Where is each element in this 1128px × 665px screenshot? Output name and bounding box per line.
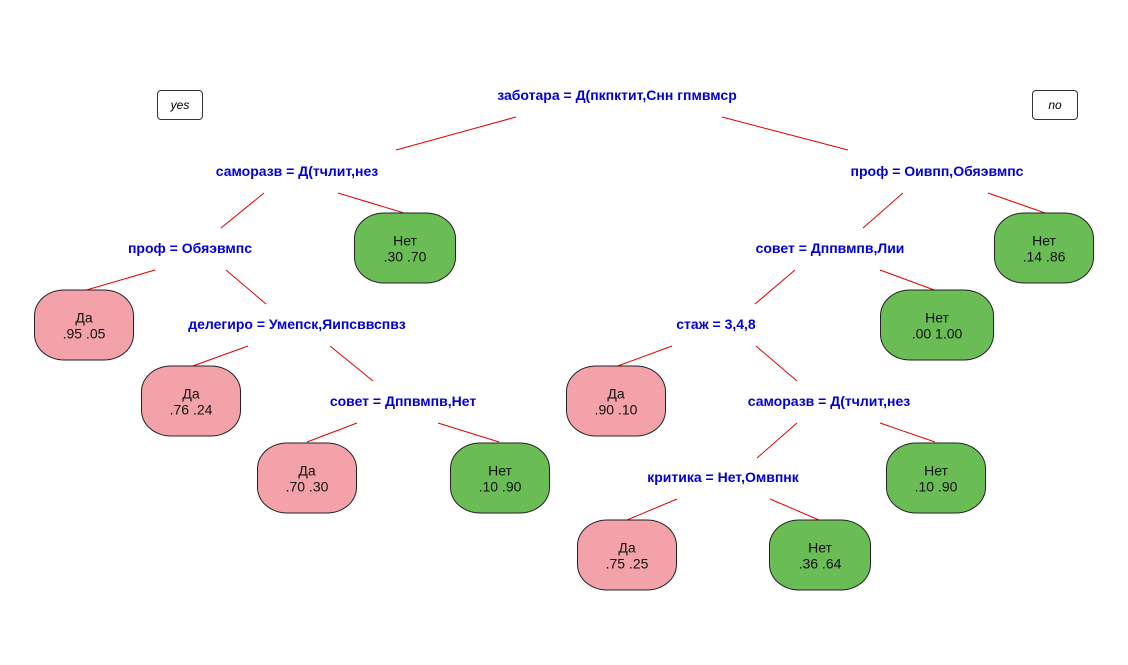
leaf-node: Нет .10 .90 [886,442,986,514]
edge [756,422,798,459]
edge [189,345,249,368]
leaf-node: Да .95 .05 [34,289,134,361]
leaf-class-label: Да [298,462,316,478]
edge [220,192,265,229]
edge [987,192,1046,214]
leaf-class-label: Нет [925,309,949,325]
leaf-probabilities: .14 .86 [1022,248,1066,264]
edge [879,269,938,292]
split-prof-right: проф = Оивпп,Обяэвмпс [850,163,1024,179]
leaf-node: Да .70 .30 [257,442,357,514]
edge [755,345,798,382]
leaf-node: Да .76 .24 [141,365,241,437]
edge [614,345,673,368]
edge [329,345,374,382]
edge [225,269,267,305]
leaf-probabilities: .75 .25 [605,555,649,571]
edge [395,116,517,151]
edge [437,422,500,443]
edge [862,192,904,229]
split-samorazv-left: саморазв = Д(тчлит,нез [215,163,379,179]
yes-branch-tag: yes [157,90,203,120]
leaf-node: Нет .14 .86 [994,212,1094,284]
leaf-node: Нет .36 .64 [769,519,871,591]
leaf-probabilities: .95 .05 [62,325,106,341]
edge [82,269,156,292]
leaf-class-label: Нет [808,539,832,555]
leaf-probabilities: .90 .10 [594,401,638,417]
split-samorazv-right: саморазв = Д(тчлит,нез [747,393,911,409]
leaf-class-label: Да [182,385,200,401]
leaf-class-label: Нет [1032,232,1056,248]
split-root: заботара = Д(пкпктит,Снн гпмвмср [497,87,737,103]
edge [754,269,796,305]
split-delegiro: делегиро = Умепск,Яипсввспвз [188,316,406,332]
leaf-node: Да .90 .10 [566,365,666,437]
edge [306,422,358,443]
leaf-class-label: Да [75,309,93,325]
leaf-probabilities: .70 .30 [285,478,329,494]
leaf-class-label: Нет [488,462,512,478]
leaf-probabilities: .76 .24 [169,401,213,417]
leaf-class-label: Нет [924,462,948,478]
edge [626,498,678,521]
leaf-node: Нет .10 .90 [450,442,550,514]
split-sovet-left: совет = Дппвмпв,Нет [329,393,477,409]
edge [721,116,849,151]
leaf-node: Да .75 .25 [577,519,677,591]
split-stazh: стаж = 3,4,8 [676,316,756,332]
edge [337,192,405,214]
edge [769,498,820,521]
split-sovet-right: совет = Дппвмпв,Лии [755,240,905,256]
leaf-probabilities: .00 1.00 [911,325,963,341]
edge [879,422,936,443]
leaf-probabilities: .30 .70 [383,248,427,264]
split-kritika: критика = Нет,Омвпнк [647,469,799,485]
leaf-node: Нет .00 1.00 [880,289,994,361]
no-branch-tag: no [1032,90,1078,120]
split-prof-left: проф = Обяэвмпс [127,240,253,256]
leaf-class-label: Нет [393,232,417,248]
leaf-probabilities: .10 .90 [914,478,958,494]
leaf-node: Нет .30 .70 [354,212,456,284]
leaf-class-label: Да [618,539,636,555]
leaf-class-label: Да [607,385,625,401]
leaf-probabilities: .36 .64 [798,555,842,571]
leaf-probabilities: .10 .90 [478,478,522,494]
